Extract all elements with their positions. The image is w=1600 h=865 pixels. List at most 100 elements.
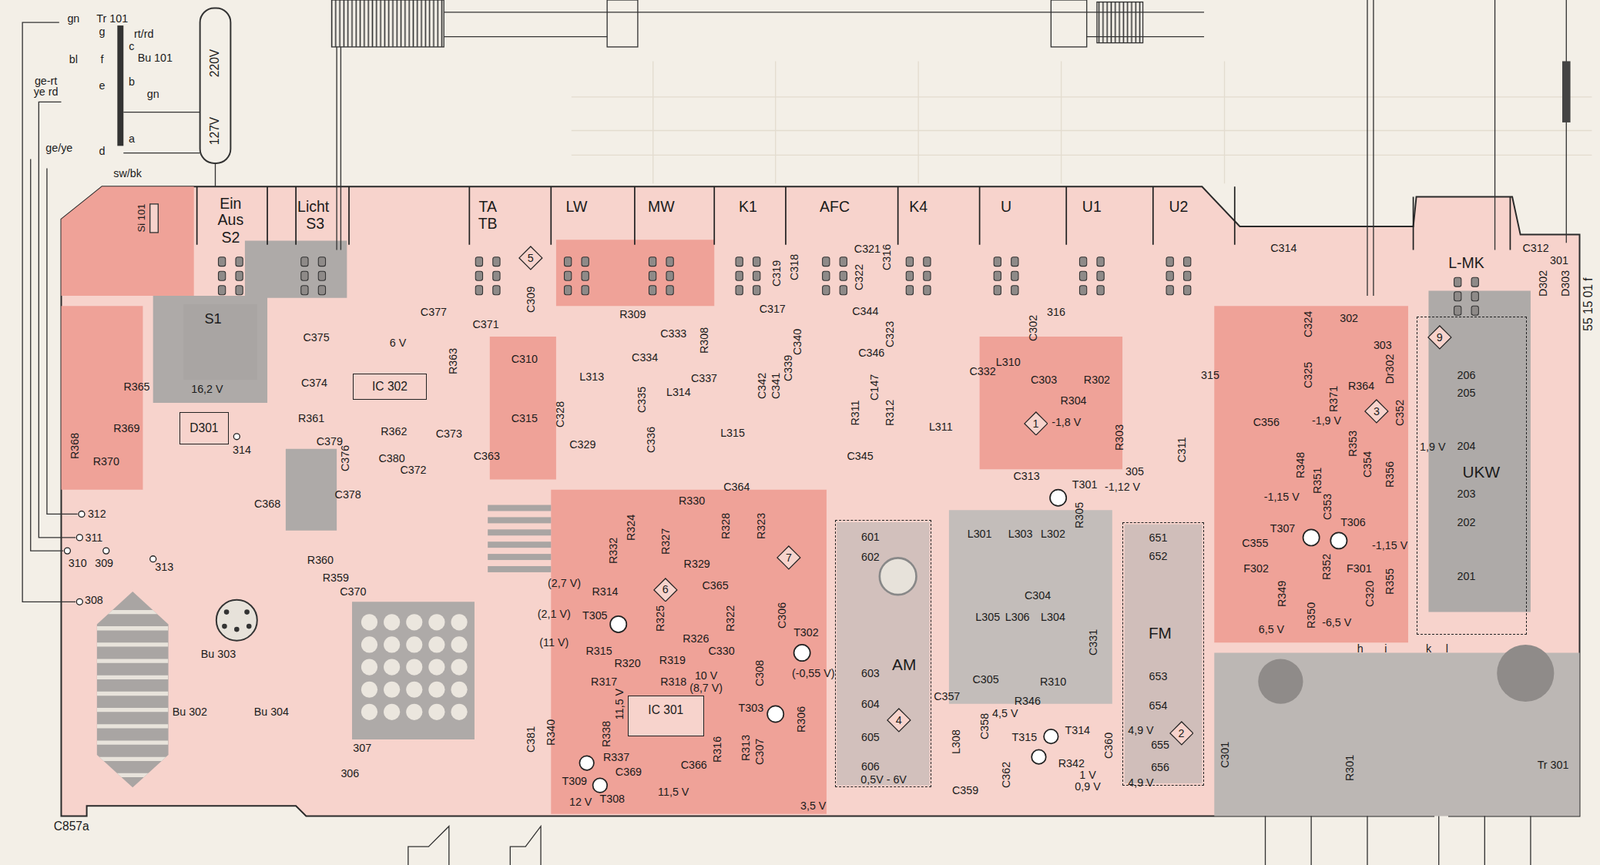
component-label: R314 xyxy=(591,586,618,598)
component-label: R312 xyxy=(884,399,896,426)
callout-number: 9 xyxy=(1436,332,1443,343)
component-label: R329 xyxy=(684,558,711,570)
component-label: 0,9 V xyxy=(1074,781,1101,792)
component-label: C341 xyxy=(770,372,782,399)
component-label: 312 xyxy=(87,508,107,520)
component-label: a xyxy=(128,133,135,145)
component-label: Si 101 xyxy=(135,204,146,233)
component-label: 302 xyxy=(1339,312,1359,324)
component-label: 316 xyxy=(1046,306,1066,318)
component-label: 11,5 V xyxy=(613,688,625,720)
component-label: 305 xyxy=(1125,466,1144,477)
component-label: R370 xyxy=(93,455,120,467)
component-label: C310 xyxy=(511,353,538,365)
callout-diamond: 4 xyxy=(886,707,912,733)
component-label: 655 xyxy=(1150,739,1170,751)
component-label: C380 xyxy=(379,452,406,463)
component-label: 653 xyxy=(1149,670,1168,682)
component-label: bl xyxy=(69,53,78,65)
component-label: C359 xyxy=(952,784,979,796)
component-label: R338 xyxy=(600,721,612,748)
component-label: R320 xyxy=(614,657,641,669)
component-label: R350 xyxy=(1305,601,1317,628)
component-label: 10 V xyxy=(694,670,718,681)
component-label: 313 xyxy=(154,561,174,573)
component-label: R332 xyxy=(607,537,619,564)
component-label: 16,2 V xyxy=(191,382,223,394)
component-label: L303 xyxy=(1008,527,1034,539)
component-label: C332 xyxy=(969,365,997,377)
component-label: C329 xyxy=(569,439,596,450)
component-label: C313 xyxy=(1012,470,1040,482)
component-label: R302 xyxy=(1083,373,1111,385)
component-label: R371 xyxy=(1328,385,1339,413)
component-label: R301 xyxy=(1344,754,1356,782)
component-label: C363 xyxy=(473,450,500,462)
component-label: C337 xyxy=(690,372,718,384)
component-label: gn xyxy=(147,88,160,100)
component-label: L313 xyxy=(579,371,604,383)
component-label: 656 xyxy=(1150,761,1170,773)
component-label: i xyxy=(1384,643,1387,655)
component-label: -1,9 V xyxy=(1311,414,1342,426)
component-label: (-0,55 V) xyxy=(791,667,836,679)
component-label: R355 xyxy=(1384,568,1396,595)
callout-number: 4 xyxy=(895,714,903,725)
component-label: T315 xyxy=(1012,731,1038,743)
component-label: 603 xyxy=(861,667,880,679)
module-box: UKW9 xyxy=(1416,316,1527,635)
component-label: rt/rd xyxy=(134,28,154,40)
diamond-shape xyxy=(777,546,801,570)
component-label: Ein xyxy=(219,196,242,212)
component-label: 314 xyxy=(232,444,252,456)
component-label: (8,7 V) xyxy=(689,681,723,693)
component-label: ye rd xyxy=(33,86,59,98)
component-label: C316 xyxy=(881,244,893,271)
component-label: T301 xyxy=(1072,479,1098,490)
component-label: F301 xyxy=(1346,562,1372,574)
node-label: D301 xyxy=(189,422,219,435)
component-label: S3 xyxy=(305,217,325,233)
component-label: 605 xyxy=(861,731,880,743)
component-label: C301 xyxy=(1218,741,1230,769)
callout-number: 3 xyxy=(1373,405,1380,417)
component-label: C377 xyxy=(420,306,447,318)
component-label: R309 xyxy=(619,308,646,320)
component-label: c xyxy=(128,40,135,51)
component-label: 203 xyxy=(1457,488,1476,500)
component-label: 1 V xyxy=(1079,769,1096,781)
component-label: 654 xyxy=(1149,700,1168,712)
diamond-shape xyxy=(654,578,678,602)
component-label: 604 xyxy=(861,698,880,710)
component-label: K4 xyxy=(909,199,928,215)
component-label: C333 xyxy=(660,328,687,339)
component-label: C374 xyxy=(301,376,328,388)
component-label: R308 xyxy=(698,327,710,354)
diamond-shape xyxy=(1365,399,1389,423)
node-label: FM xyxy=(1148,624,1172,641)
component-label: R322 xyxy=(724,604,736,631)
component-label: C344 xyxy=(851,305,879,317)
component-label: (2,1 V) xyxy=(537,608,571,620)
component-label: D303 xyxy=(1559,270,1571,297)
component-label: C314 xyxy=(1270,242,1297,254)
component-label: 651 xyxy=(1149,532,1168,544)
component-label: 11,5 V xyxy=(657,785,689,797)
diamond-shape xyxy=(1428,325,1452,349)
component-label: S2 xyxy=(221,230,240,246)
component-label: R324 xyxy=(624,514,636,541)
component-label: C342 xyxy=(756,372,768,399)
component-label: T307 xyxy=(1270,523,1296,534)
callout-number: 5 xyxy=(527,252,534,264)
callout-diamond: 7 xyxy=(776,545,802,571)
component-label: C312 xyxy=(1522,242,1549,254)
component-label: K1 xyxy=(738,199,758,215)
component-label: R313 xyxy=(740,734,752,762)
component-label: R323 xyxy=(755,513,767,540)
component-label: R328 xyxy=(720,513,732,540)
node-label: AM xyxy=(892,656,916,673)
component-label: C364 xyxy=(723,481,750,493)
component-label: e xyxy=(98,80,105,91)
component-label: 303 xyxy=(1373,338,1393,350)
